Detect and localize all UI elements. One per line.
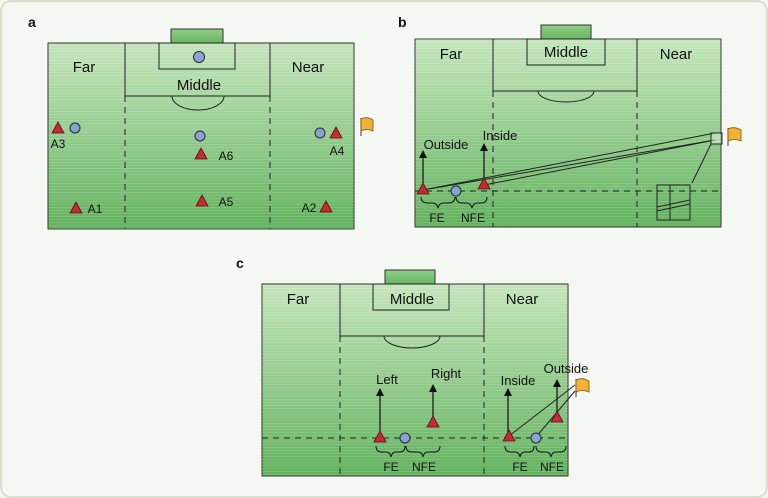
corner-flag-a [360,117,374,136]
zone-label-far-c: Far [287,291,310,308]
corner-flag-c [575,378,590,397]
player-triangle-a3 [51,121,65,134]
player-triangle-a1 [69,201,83,214]
player-circle-a6 [194,130,206,142]
penalty-area-c [339,284,485,337]
penalty-area-b [492,39,638,92]
penalty-arc-a [171,95,225,111]
player-triangle-nfe-middle-c [426,415,440,428]
label-nfe-near-c: NFE [540,460,564,474]
linesman-box-b [710,132,723,145]
brace-nfe-middle-c [405,445,441,458]
flag-icon [727,127,742,142]
sight-line-1-b [422,132,716,191]
player-label-a3: A3 [51,137,66,151]
penalty-area-a [124,43,271,97]
label-fe-near-c: FE [512,460,527,474]
label-fe-b: FE [429,211,444,225]
panel-label-a: a [28,14,36,30]
label-inside-b: Inside [483,128,518,143]
player-triangle-a5 [195,194,209,207]
arrowhead-inside-b [480,143,488,151]
zoom-box-b [656,184,691,221]
player-circle-middle-c [399,432,411,444]
arrowhead-left-c [376,388,384,396]
penalty-arc-c [383,335,441,349]
player-triangle-a2 [319,200,333,213]
player-triangle-fe-middle-c [373,430,387,443]
arrowhead-right-c [429,384,437,392]
arrowhead-outside-b [419,150,427,158]
panel-a: a Far Middle Near A3 A6 A4 A1 A5 A2 [28,14,374,230]
zone-label-middle-b: Middle [544,44,588,61]
zone-label-near-c: Near [506,291,539,308]
brace-nfe-near-c [535,445,567,458]
player-circle-a3 [69,122,81,134]
label-outside-c: Outside [544,361,589,376]
goal-a [170,28,224,44]
brace-nfe-b [455,196,488,209]
zone-label-middle-a: Middle [177,77,221,94]
panel-label-b: b [398,14,407,30]
arrowhead-inside-c [504,388,512,396]
penalty-arc-b [537,90,595,103]
flag-icon [360,117,374,132]
sight-line-2-b [422,139,716,191]
goal-area-c [372,283,450,311]
brace-fe-near-c [504,445,535,458]
label-nfe-b: NFE [461,211,485,225]
label-left-c: Left [376,372,398,387]
player-triangle-a6 [194,147,208,160]
brace-fe-middle-c [375,445,406,458]
player-circle-near-c [530,432,542,444]
panel-b: b Far Middle Near Outside Inside FE NFE [398,14,742,228]
player-triangle-nfe-b [477,177,491,190]
player-triangle-a4 [329,126,343,139]
goal-area-b [526,38,606,66]
zone-label-middle-c: Middle [390,291,434,308]
label-fe-middle-c: FE [383,460,398,474]
goal-b [540,24,592,40]
zone-label-near-a: Near [292,59,325,76]
player-label-a5: A5 [219,195,234,209]
player-label-a2: A2 [302,201,317,215]
brace-fe-b [420,196,456,209]
goal-area-a [158,42,236,70]
panel-label-c: c [236,255,244,271]
player-triangle-fe-near-c [502,429,516,442]
label-right-c: Right [431,366,462,381]
player-label-a6: A6 [219,149,234,163]
player-label-a4: A4 [330,144,345,158]
label-outside-b: Outside [424,137,469,152]
label-inside-c: Inside [501,373,536,388]
player-triangle-fe-b [416,182,430,195]
player-triangle-nfe-near-c [550,410,564,423]
player-label-a1: A1 [88,202,103,216]
sight-line-1-c [508,384,576,437]
corner-flag-b [727,127,742,146]
zone-label-far-a: Far [73,59,96,76]
panel-c: c Far Middle Near Left Right Inside Outs… [236,255,590,477]
sight-line-3-b [483,139,716,186]
goal-c [384,269,436,285]
goalkeeper-circle-a [193,51,205,63]
player-circle-a4 [314,127,326,139]
zone-label-far-b: Far [440,46,463,63]
arrowhead-outside-c [553,379,561,387]
player-circle-b [450,185,462,197]
zoom-pointer-b [691,143,712,184]
flag-icon [575,378,590,393]
zone-label-near-b: Near [660,46,693,63]
label-nfe-middle-c: NFE [412,460,436,474]
